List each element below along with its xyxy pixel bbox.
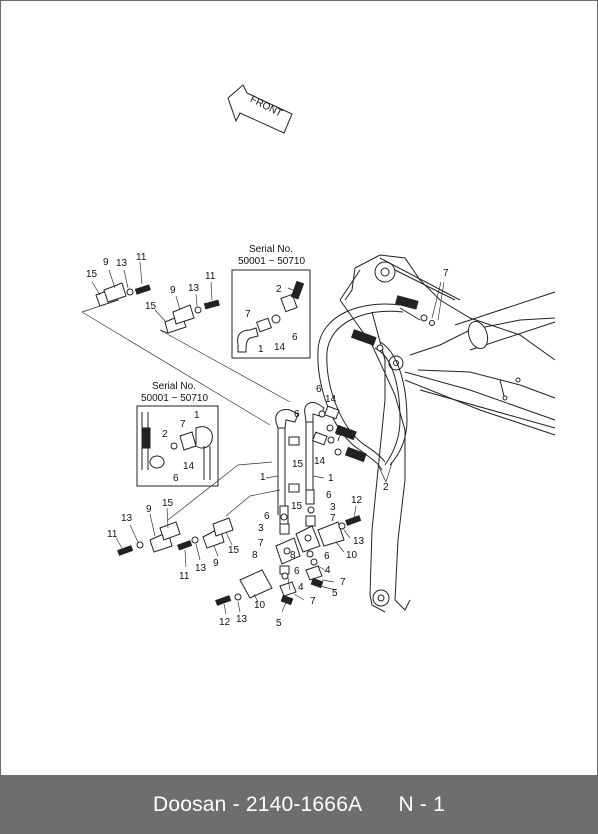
callout-m-1a: 1 (260, 472, 266, 483)
callout-b-13: 13 (236, 614, 248, 625)
callout-15-b: 15 (145, 301, 157, 312)
callout-s2-6: 6 (173, 473, 179, 484)
callout-l-11b: 11 (179, 571, 190, 582)
callout-c-8b: 8 (290, 550, 296, 561)
callout-9-b: 9 (170, 285, 176, 296)
callout-15-a: 15 (86, 269, 98, 280)
callout-r-13: 13 (353, 536, 365, 547)
callout-l-13: 13 (121, 513, 133, 524)
callout-2-hose: 2 (383, 482, 389, 493)
callout-l-9b: 9 (213, 558, 219, 569)
callout-11-a: 11 (136, 252, 147, 263)
callout-m-14a: 14 (325, 394, 337, 405)
serial-lower-title: Serial No. (152, 381, 196, 392)
callout-l-15b: 15 (228, 545, 240, 556)
callout-l-15: 15 (162, 498, 174, 509)
callout-7-top: 7 (443, 268, 449, 279)
serial-upper-title: Serial No. (249, 244, 293, 255)
callout-13-a: 13 (116, 258, 128, 269)
callout-b-7a: 7 (340, 577, 346, 588)
callout-b-5b: 5 (276, 618, 282, 629)
footer-part-number: 2140-1666A (245, 792, 363, 816)
callout-c-3b: 3 (330, 502, 336, 513)
serial-box-lower: Serial No. 50001 ~ 50710 (136, 381, 219, 487)
callout-b-4a: 4 (325, 565, 331, 576)
callout-b-7b: 7 (310, 596, 316, 607)
callout-s1-7: 7 (245, 309, 251, 320)
footer-brand: Doosan (152, 792, 227, 816)
callout-s1-6: 6 (292, 332, 298, 343)
clamp-assembly-top-left (81, 261, 151, 313)
clamp-assembly-top-middle (154, 281, 220, 334)
serial-lower-range: 50001 ~ 50710 (141, 393, 208, 404)
callout-m-6a: 6 (294, 409, 300, 420)
main-hoses (317, 281, 445, 471)
callout-13-b: 13 (188, 283, 200, 294)
callout-s2-2: 2 (162, 429, 168, 440)
hydraulic-parts-diagram: FRONT (81, 84, 556, 629)
callout-s1-2: 2 (276, 284, 282, 295)
callout-m-7: 7 (336, 433, 342, 444)
callout-c-7b: 7 (330, 513, 336, 524)
callout-m-6b: 6 (316, 384, 322, 395)
callout-r-12: 12 (351, 495, 363, 506)
callout-s2-1: 1 (194, 410, 200, 421)
callout-c-8a: 8 (252, 550, 258, 561)
callout-r-10: 10 (346, 550, 358, 561)
callout-m-15a: 15 (292, 459, 304, 470)
callout-m-14b: 14 (314, 456, 326, 467)
boom-structure (339, 254, 556, 613)
callout-c-6a: 6 (264, 511, 270, 522)
callout-b-5a: 5 (332, 588, 338, 599)
callout-l-9: 9 (146, 504, 152, 515)
callout-l-13b: 13 (195, 563, 207, 574)
callout-s1-14: 14 (274, 342, 286, 353)
footer-separator: - (226, 792, 246, 816)
callout-9-a: 9 (103, 257, 109, 268)
callout-s2-7: 7 (180, 419, 186, 430)
clamp-assembly-lower-left (115, 461, 281, 568)
footer-gap (362, 793, 398, 817)
callout-b-4b: 4 (298, 582, 304, 593)
callout-b-6b: 6 (294, 566, 300, 577)
callout-b-10: 10 (254, 600, 266, 611)
callout-11-b: 11 (205, 271, 216, 282)
leader-line-a (81, 311, 271, 426)
callout-l-11: 11 (107, 529, 118, 540)
callout-c-7a: 7 (258, 538, 264, 549)
callout-b-6a: 6 (324, 551, 330, 562)
callout-m-1b: 1 (328, 473, 334, 484)
leader-line-b (159, 329, 291, 403)
callout-s1-1: 1 (258, 344, 264, 355)
callout-s2-14: 14 (183, 461, 195, 472)
callout-b-12: 12 (219, 617, 231, 628)
callout-m-15b: 15 (291, 501, 303, 512)
serial-box-upper: Serial No. 50001 ~ 50710 (231, 244, 311, 359)
callout-c-3a: 3 (258, 523, 264, 534)
serial-upper-range: 50001 ~ 50710 (238, 256, 305, 267)
center-fittings (275, 506, 362, 575)
front-arrow: FRONT (227, 84, 293, 134)
callout-c-6b: 6 (326, 490, 332, 501)
footer-bar: Doosan - 2140-1666A N - 1 (0, 775, 598, 834)
footer-page: N - 1 (398, 792, 446, 816)
bottom-fittings (215, 558, 337, 615)
